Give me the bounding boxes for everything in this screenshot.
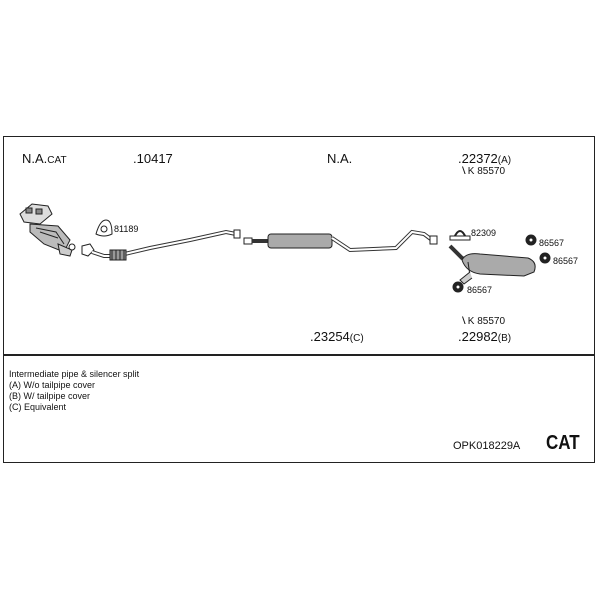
notes-section: Intermediate pipe & silencer split (A) W… [9,369,139,413]
kit-code: OPK018229A [453,440,521,452]
diagram-frame [3,136,595,463]
label-na-cat: N.A.CAT [22,151,67,166]
label-86567-b[interactable]: 86567 [553,256,579,266]
notes-divider [3,354,595,356]
note-line-4: (C) Equivalent [9,402,67,412]
clamp-82309[interactable] [449,230,471,241]
label-22982[interactable]: .22982(B) [458,329,512,344]
rubber-mount-86567-b[interactable] [539,252,551,264]
label-23254[interactable]: .23254(C) [310,329,364,344]
label-22372[interactable]: .22372(A) [458,151,512,166]
label-kit-85570-top[interactable]: \K 85570 [462,166,506,177]
middle-silencer-23254[interactable] [243,229,438,253]
catalytic-converter[interactable] [19,203,76,257]
gasket-flange[interactable] [81,243,95,257]
label-kit-85570-bottom[interactable]: \K 85570 [462,316,506,327]
label-81189[interactable]: 81189 [114,224,139,234]
gasket-81189[interactable] [95,219,113,237]
category-badge: CAT [546,432,580,454]
rubber-mount-86567-c[interactable] [452,281,464,293]
front-pipe-10417[interactable] [91,229,241,261]
label-10417[interactable]: .10417 [133,151,173,166]
label-86567-a[interactable]: 86567 [539,238,565,248]
label-na: N.A. [327,151,353,166]
rubber-mount-86567-a[interactable] [525,234,537,246]
label-82309[interactable]: 82309 [471,228,497,238]
note-line-3: (B) W/ tailpipe cover [9,391,91,401]
note-line-1: Intermediate pipe & silencer split [9,369,140,379]
note-line-2: (A) W/o tailpipe cover [9,380,96,390]
rear-silencer-22372[interactable] [448,244,536,285]
label-86567-c[interactable]: 86567 [467,285,493,295]
